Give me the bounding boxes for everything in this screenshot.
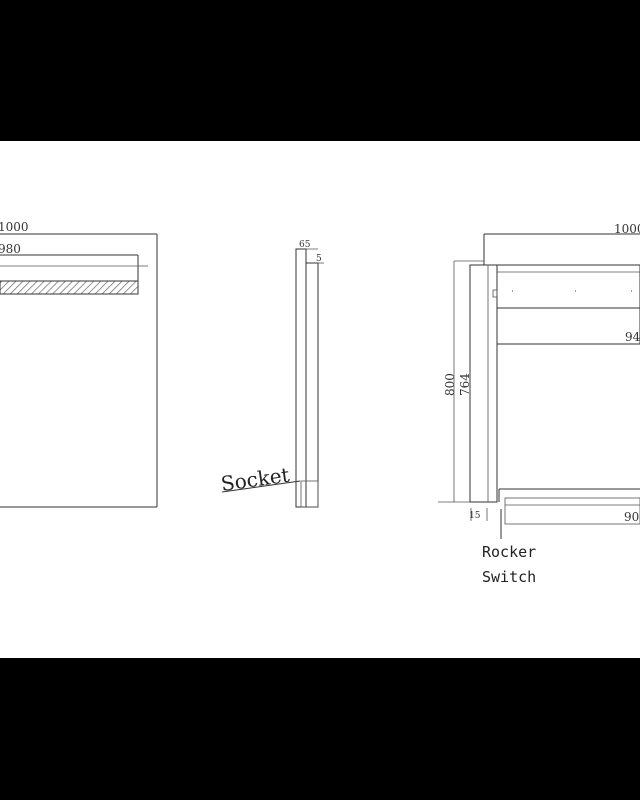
side-thin-dim: 5: [316, 254, 322, 264]
socket-leader-line: [221, 480, 301, 493]
rocker-switch-label-line2: Switch: [482, 568, 536, 586]
rear-shelf-lower: [496, 307, 640, 345]
rear-bracket: [492, 289, 498, 298]
side-view: 65 5 Socket: [219, 240, 324, 508]
rear-shelf-dim: 94: [625, 330, 640, 344]
rear-inner-height-dim: 764: [458, 373, 472, 396]
rocker-switch-label-line1: Rocker: [482, 543, 536, 561]
side-panel-body: [305, 262, 319, 508]
front-inner-dim: 980: [0, 242, 21, 256]
rear-bottom-dim: 90: [624, 510, 639, 524]
technical-drawing: 1000 980 65 5 Socket 1000: [0, 141, 640, 658]
rear-view: 1000 800 764 94 90: [438, 222, 640, 586]
rear-height-dim: 800: [443, 373, 457, 396]
front-light-strip: [0, 280, 139, 295]
front-width-dim: 1000: [0, 220, 29, 234]
side-depth-dim: 65: [299, 240, 311, 250]
front-view: 1000 980: [0, 220, 158, 508]
letterbox-bottom: [0, 658, 640, 800]
side-socket-box: [300, 480, 319, 508]
side-panel-front: [295, 248, 307, 508]
rear-width-dim: 1000: [614, 222, 640, 236]
rear-offset-dim: 15: [469, 511, 481, 521]
socket-label: Socket: [219, 463, 291, 496]
letterbox-top: [0, 0, 640, 141]
rear-bottom-bar: [504, 497, 640, 525]
drawing-canvas: 1000 980 65 5 Socket 1000: [0, 220, 640, 586]
rear-side-frame: [469, 264, 498, 503]
rear-shelf-top: [496, 264, 640, 309]
